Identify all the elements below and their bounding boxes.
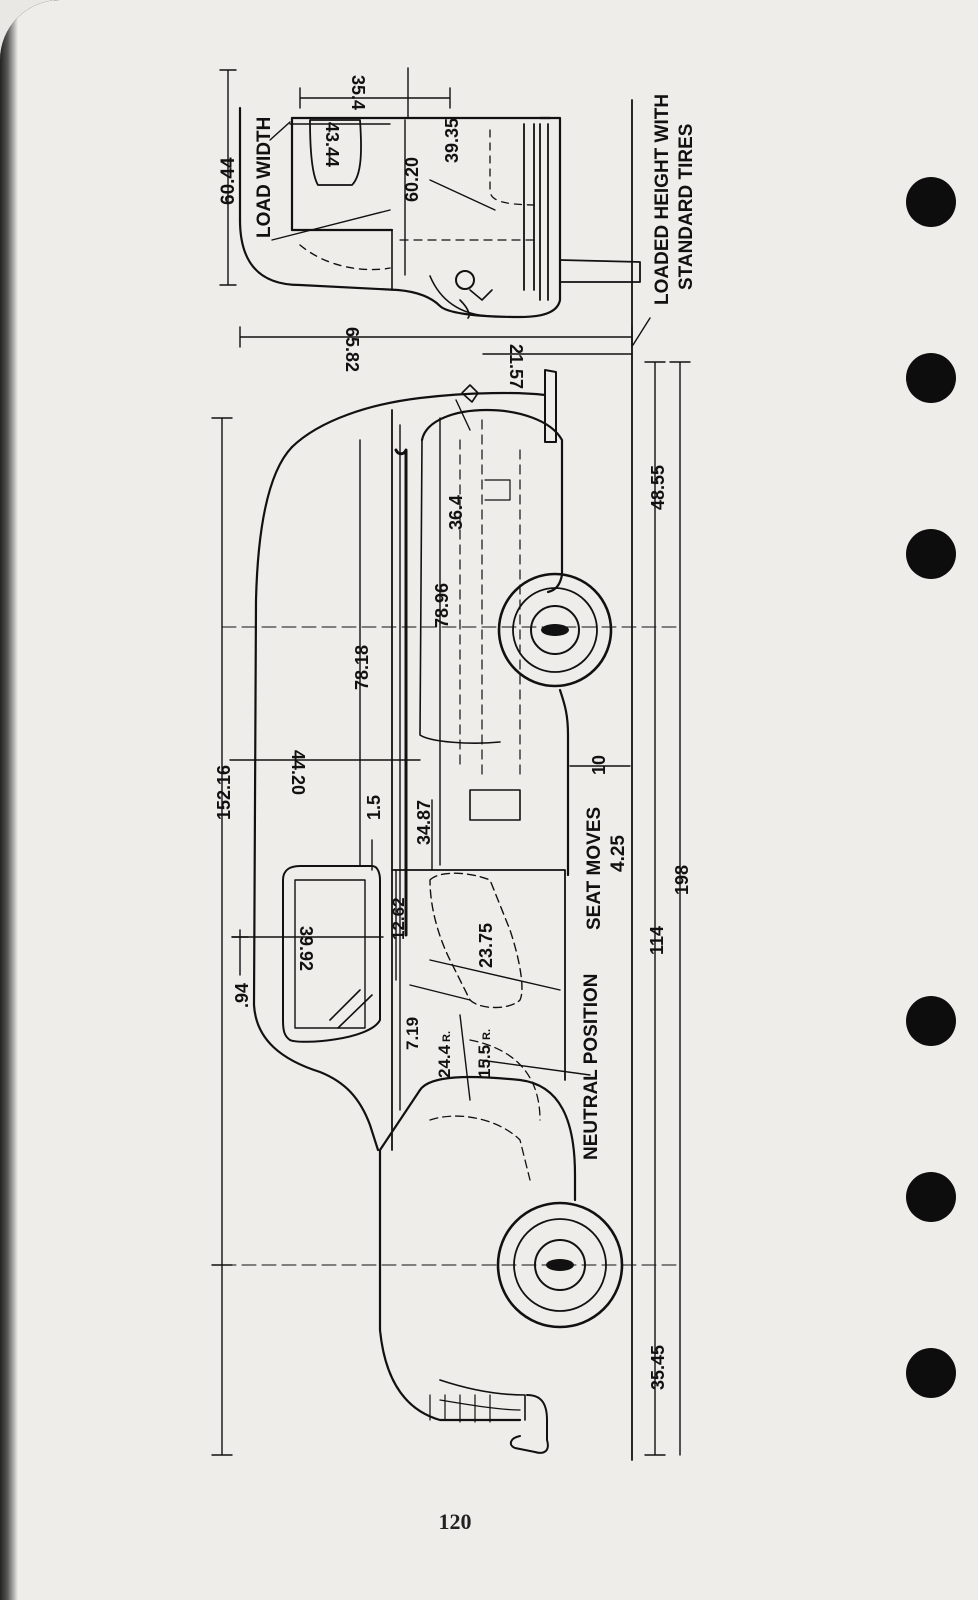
dim-152-16: 152.16	[214, 765, 234, 820]
binder-hole	[906, 177, 956, 227]
dim-1-5: 1.5	[364, 795, 384, 820]
dim-23-75: 23.75	[476, 923, 496, 968]
dimension-lines	[211, 67, 691, 1461]
binder-hole	[906, 353, 956, 403]
dim-48-55: 48.55	[648, 465, 668, 510]
dim-15-5: 15.5	[475, 1045, 494, 1078]
dim-24-4-suffix: R.	[441, 1031, 453, 1042]
dim-24-4: 24.4	[435, 1044, 454, 1078]
page-number: 120	[438, 1509, 472, 1534]
dim-34-87: 34.87	[414, 800, 434, 845]
dim-0-94: .94	[232, 983, 252, 1008]
dim-21-57: 21.57	[506, 344, 526, 389]
dim-114: 114	[647, 926, 667, 955]
dim-36-4: 36.4	[446, 495, 466, 530]
binder-hole	[906, 1172, 956, 1222]
label-seat-moves: SEAT MOVES	[584, 807, 605, 930]
label-load-width: LOAD WIDTH	[254, 117, 275, 238]
dim-10: 10	[589, 755, 609, 775]
dim-39-35: 39.35	[442, 118, 462, 163]
vehicle-side-view	[252, 369, 624, 1454]
page-left-edge-shadow	[0, 0, 18, 1600]
dim-12-62: 12.62	[389, 897, 408, 940]
dim-35-45: 35.45	[648, 1345, 668, 1390]
dim-60-20: 60.20	[402, 157, 422, 202]
rear-end-view	[238, 106, 641, 319]
binder-hole	[906, 996, 956, 1046]
dim-198: 198	[672, 865, 692, 895]
dim-60-44: 60.44	[218, 157, 239, 205]
label-neutral-position: NEUTRAL POSITION	[581, 974, 602, 1161]
dim-43-44: 43.44	[322, 122, 342, 167]
dim-78-96: 78.96	[432, 583, 452, 628]
label-loaded-height-line1: LOADED HEIGHT WITH	[652, 94, 673, 305]
binder-hole	[906, 1348, 956, 1398]
dim-39-92: 39.92	[296, 926, 316, 971]
dim-15-5-suffix: R.	[481, 1029, 493, 1040]
dim-7-19: 7.19	[403, 1017, 422, 1050]
dimension-labels: 60.44 LOAD WIDTH 35.4 43.44 39.35 60.20 …	[214, 75, 697, 1390]
binder-hole	[906, 529, 956, 579]
dim-65-82: 65.82	[342, 327, 362, 372]
dim-35-4: 35.4	[348, 75, 368, 110]
dim-44-20: 44.20	[288, 750, 308, 795]
label-seat-moves-value: 4.25	[608, 835, 629, 872]
label-loaded-height-line2: STANDARD TIRES	[676, 124, 697, 290]
dim-78-18: 78.18	[352, 645, 372, 690]
